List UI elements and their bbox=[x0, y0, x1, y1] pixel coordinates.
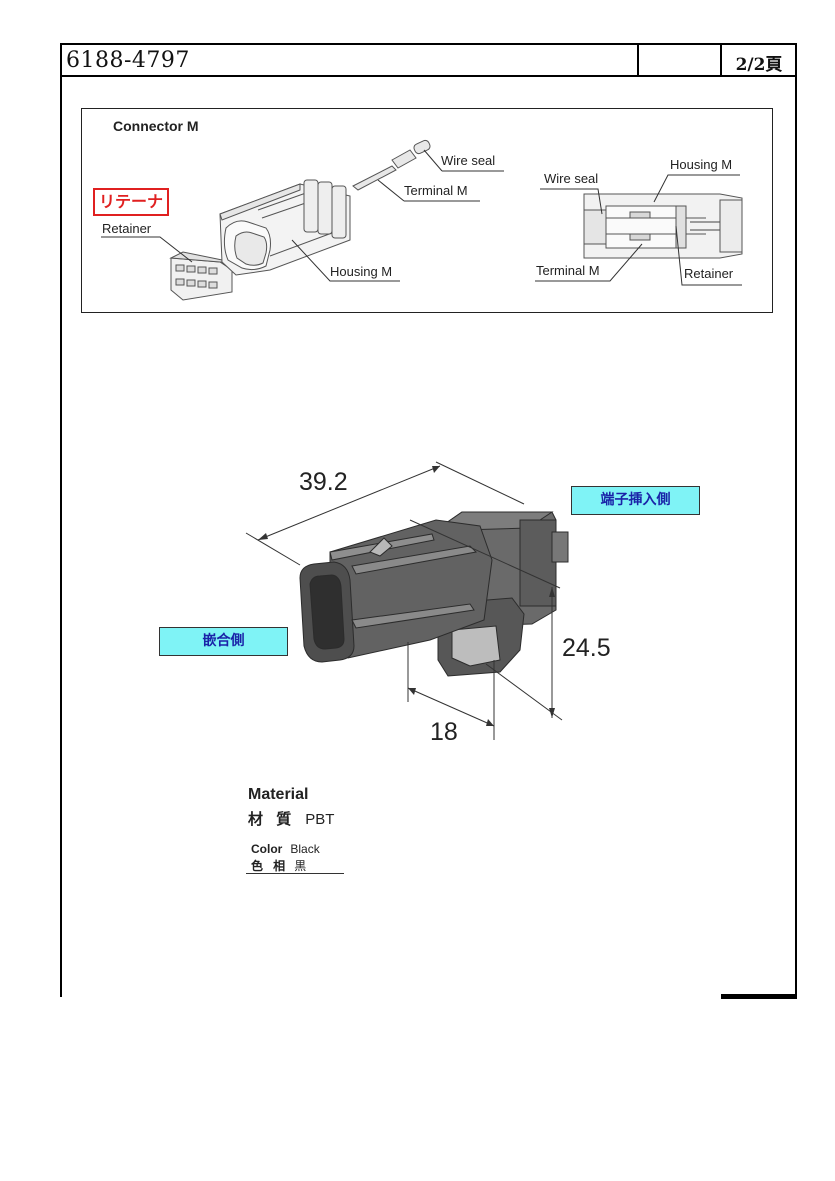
label-terminal-right: Terminal M bbox=[536, 263, 600, 278]
leader-lines-left bbox=[101, 149, 504, 282]
terminal-illustration bbox=[352, 139, 431, 191]
retainer-jp-label: リテーナ bbox=[93, 188, 169, 216]
dimension-depth: 18 bbox=[430, 718, 458, 746]
dimension-length: 39.2 bbox=[299, 468, 348, 496]
connector-3d-drawing bbox=[299, 511, 569, 677]
dimension-lines bbox=[245, 461, 563, 740]
cross-section-illustration bbox=[583, 193, 743, 259]
header-divider bbox=[720, 43, 722, 77]
material-jp-label: 材 質 bbox=[248, 810, 296, 828]
label-retainer-right: Retainer bbox=[684, 266, 734, 281]
color-value: Black bbox=[290, 842, 320, 856]
housing-illustration bbox=[219, 179, 351, 276]
label-housing-left: Housing M bbox=[330, 264, 393, 279]
material-title: Material bbox=[248, 786, 309, 803]
label-housing-right: Housing M bbox=[670, 157, 733, 172]
leader-lines-right bbox=[535, 174, 742, 286]
document-number: 6188-4797 bbox=[66, 48, 190, 73]
header-divider bbox=[637, 43, 639, 77]
color-jp-value: 黒 bbox=[294, 859, 307, 873]
dimension-arrowheads bbox=[258, 466, 555, 726]
color-underline bbox=[246, 873, 344, 874]
material-value: PBT bbox=[305, 811, 335, 828]
page-number: 2/2頁 bbox=[735, 55, 783, 75]
label-retainer-left: Retainer bbox=[102, 221, 152, 236]
label-wire-seal-left: Wire seal bbox=[441, 153, 496, 168]
material-row: 材 質 PBT bbox=[248, 808, 334, 829]
diagram-title: Connector M bbox=[113, 118, 199, 134]
dimension-height: 24.5 bbox=[562, 634, 611, 662]
mating-side-tag: 嵌合側 bbox=[159, 627, 288, 656]
color-row: Color Black bbox=[251, 842, 320, 856]
header-row bbox=[60, 43, 797, 77]
color-jp-label: 色 相 bbox=[251, 859, 289, 873]
color-label: Color bbox=[251, 842, 283, 856]
label-wire-seal-right: Wire seal bbox=[544, 171, 599, 186]
terminal-insertion-side-tag: 端子挿入側 bbox=[571, 486, 700, 515]
label-terminal-left: Terminal M bbox=[404, 183, 468, 198]
connector-diagram-box bbox=[81, 108, 773, 313]
color-jp-row: 色 相黒 bbox=[251, 857, 306, 874]
bottom-rule bbox=[721, 994, 797, 999]
